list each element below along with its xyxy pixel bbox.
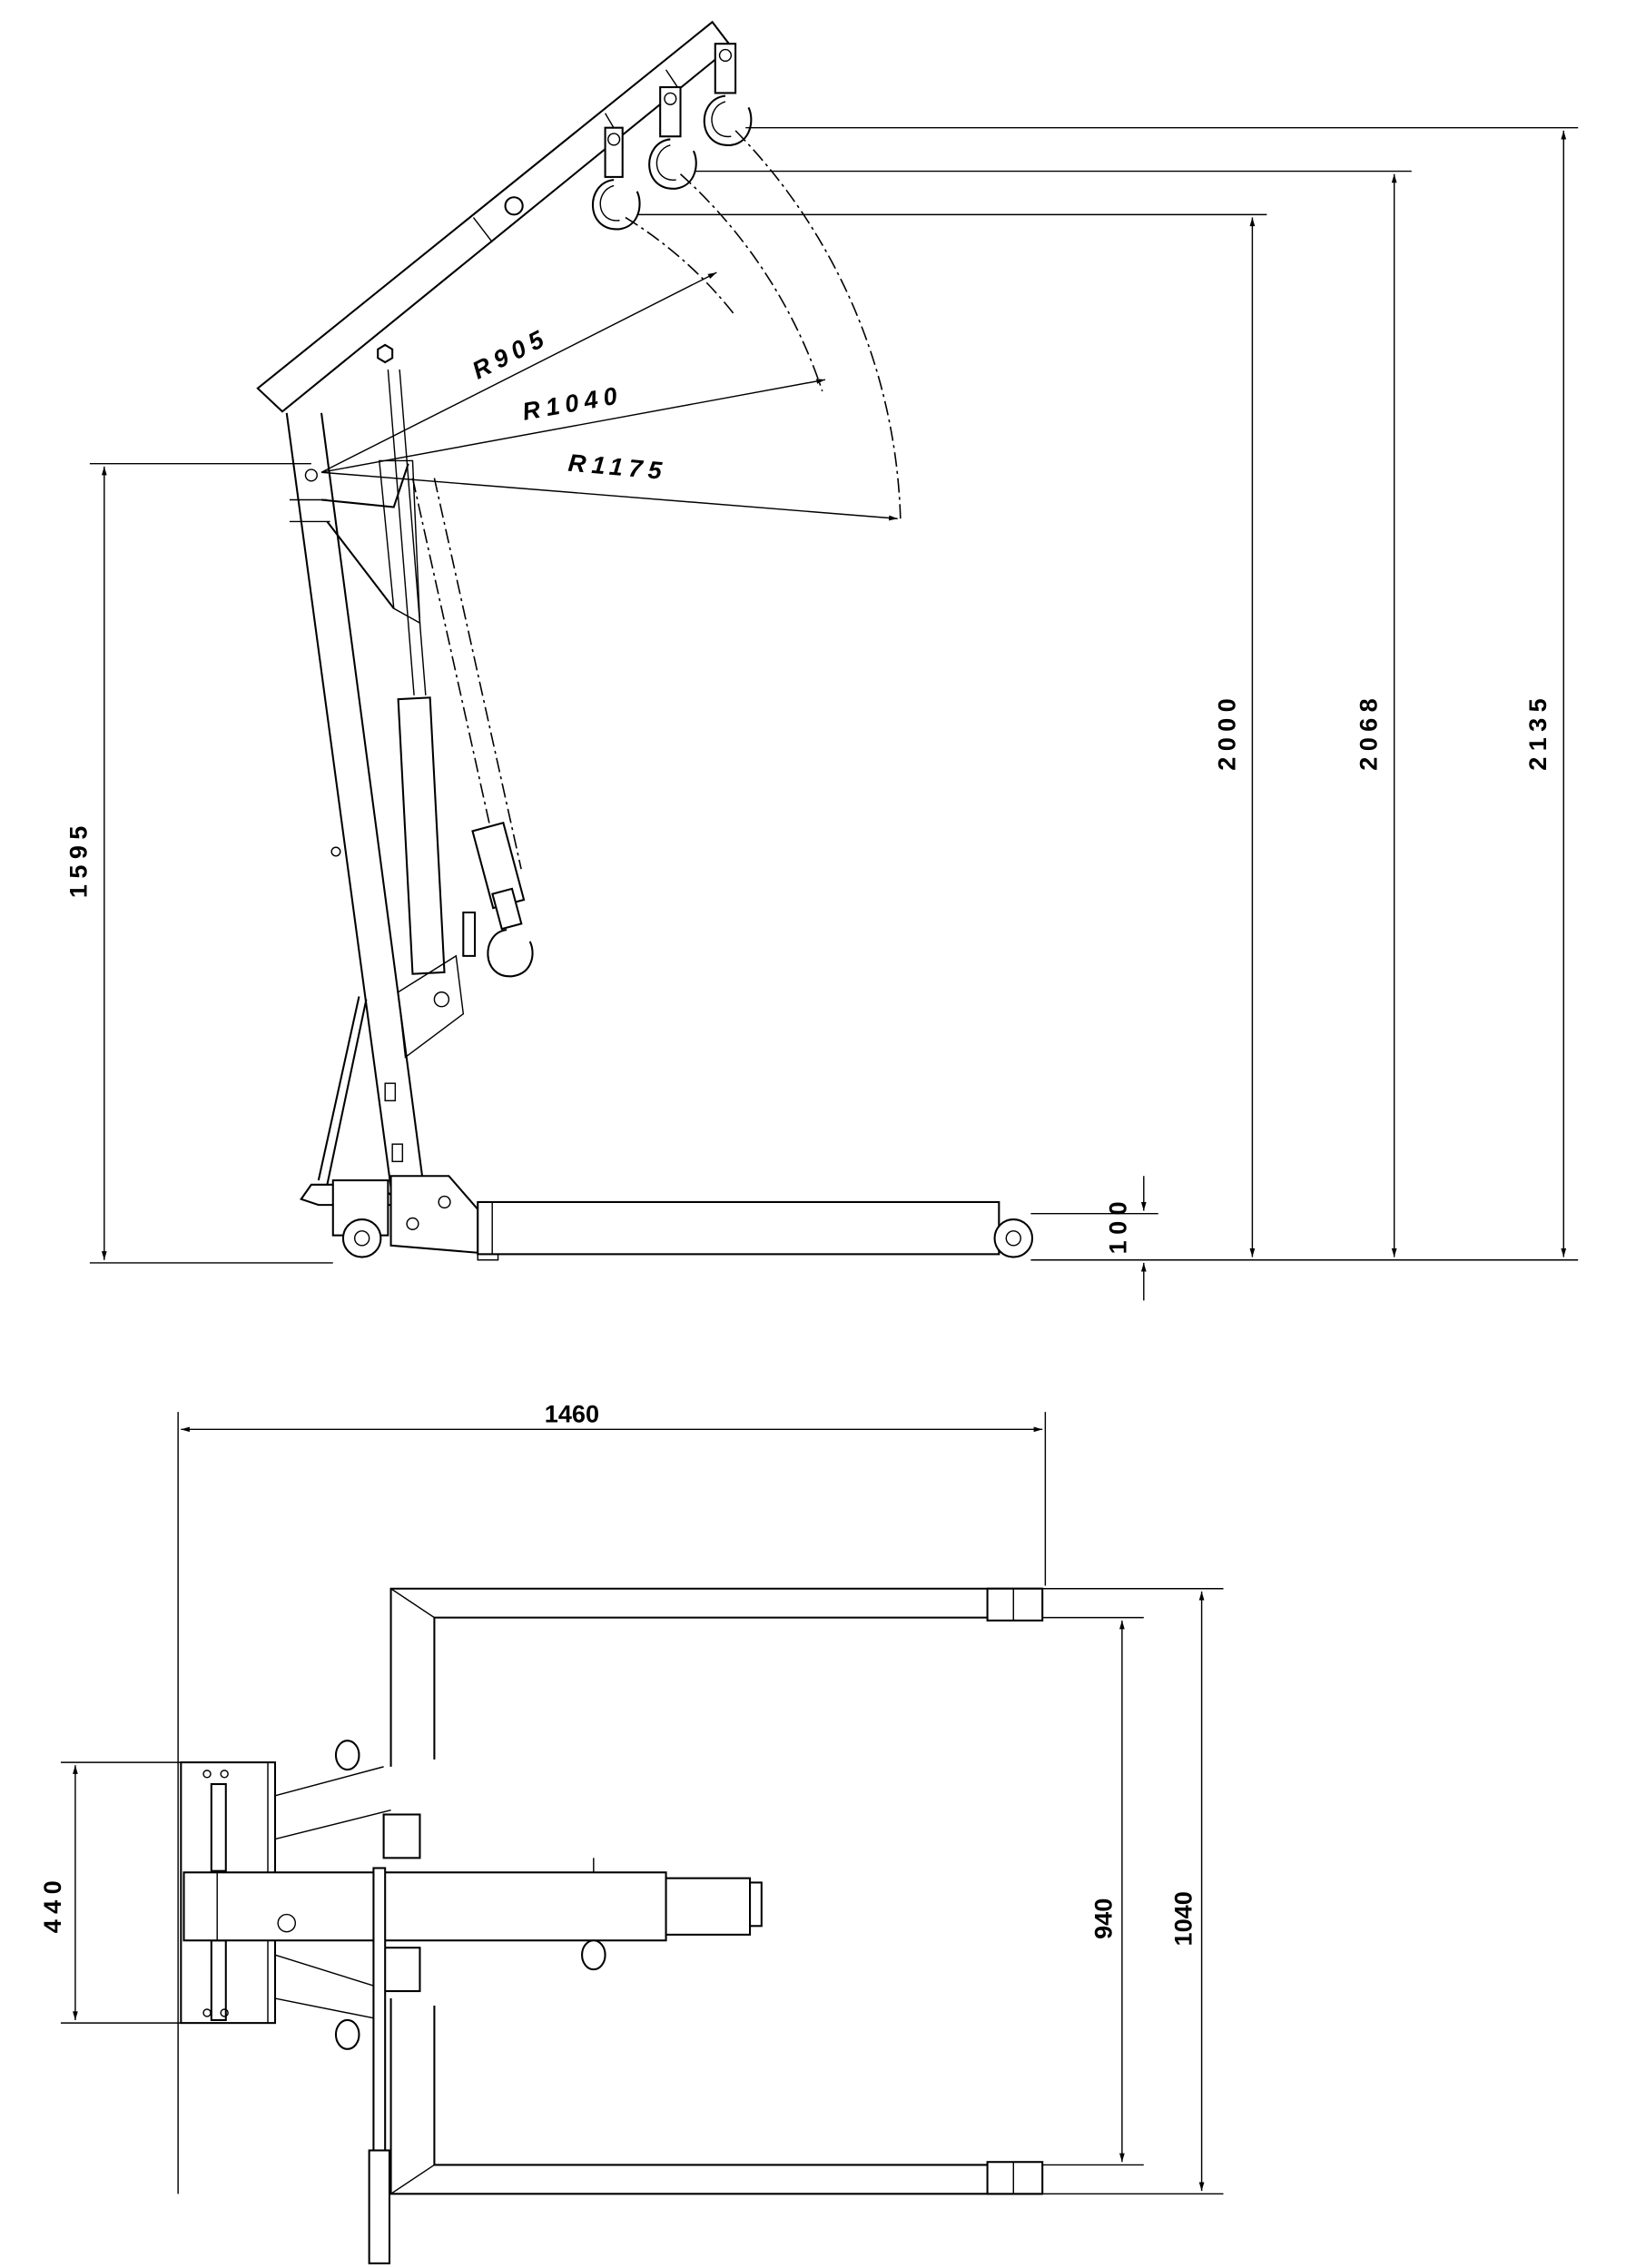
front-wheel-left [986,1587,1044,1622]
hook-position-3 [703,43,753,146]
front-wheel [993,1218,1034,1258]
dim-100: 100 [1104,1196,1132,1254]
radius-label-905: R905 [468,322,554,385]
boom-pivot [304,468,318,482]
dim-1595: 1595 [64,820,93,898]
dim-1040: 1040 [1168,1891,1197,1946]
side-dimensions: 1595 2000 2068 2135 100 [64,126,1579,1301]
central-beam [182,1858,763,1971]
side-view: R905 R1040 R1175 1595 2000 2068 2135 100 [64,20,1579,1301]
radius-line-1175 [320,471,898,521]
dim-2000: 2000 [1212,693,1240,771]
dim-1460: 1460 [545,1399,599,1427]
radius-label-1175: R1175 [567,449,669,485]
pump-handle [317,996,368,1186]
mast [285,412,424,1188]
rear-caster-wheel [341,1218,382,1258]
front-wheel-right [986,2161,1044,2195]
hook-position-1 [591,126,641,231]
radius-line-1040 [320,379,826,473]
base-leg [300,1175,1034,1261]
dim-2135: 2135 [1523,693,1552,771]
hook-position-2 [648,86,697,190]
pump-handle-top [368,1867,391,2264]
radius-line-905 [320,271,717,473]
legs [389,1587,1044,2195]
top-dimensions: 1460 440 940 1040 [38,1399,1224,2195]
radius-arcs: R905 R1040 R1175 [320,130,902,522]
dim-940: 940 [1089,1898,1118,1939]
dim-440: 440 [38,1875,66,1933]
hydraulic-ram [387,369,534,1059]
dim-2068: 2068 [1355,693,1383,771]
top-view: 1460 440 940 1040 [38,1399,1224,2264]
